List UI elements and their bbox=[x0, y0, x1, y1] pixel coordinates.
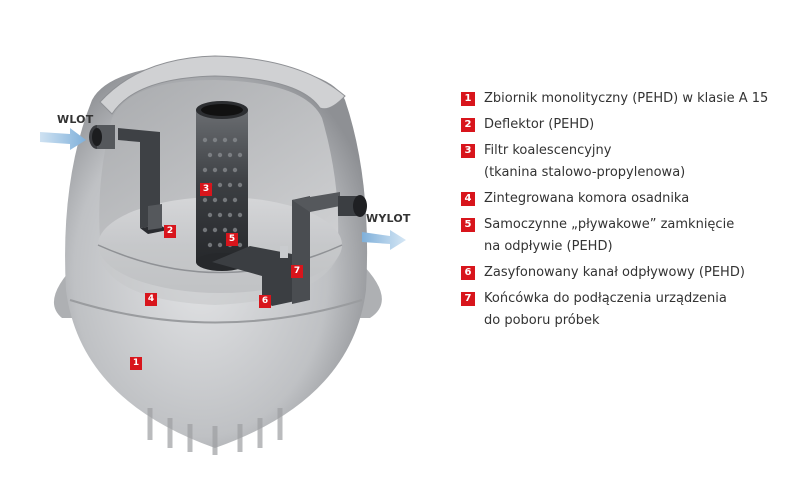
legend-item-7: 7 Końcówka do podłączenia urządzenia do … bbox=[461, 288, 791, 332]
legend-text-continued: do poboru próbek bbox=[484, 313, 600, 328]
legend: 1 Zbiornik monolityczny (PEHD) w klasie … bbox=[461, 88, 791, 336]
legend-badge: 1 bbox=[461, 92, 475, 106]
marker-4: 4 bbox=[145, 293, 157, 306]
legend-text: Deflektor (PEHD) bbox=[484, 117, 595, 132]
legend-badge: 4 bbox=[461, 192, 475, 206]
legend-text: Samoczynne „pływakowe” zamknięcie bbox=[484, 217, 735, 232]
inlet-label: WLOT bbox=[57, 113, 94, 126]
legend-badge: 5 bbox=[461, 218, 475, 232]
legend-badge: 3 bbox=[461, 144, 475, 158]
legend-item-1: 1 Zbiornik monolityczny (PEHD) w klasie … bbox=[461, 88, 791, 110]
outlet-label: WYLOT bbox=[366, 212, 411, 225]
legend-text: Końcówka do podłączenia urządzenia bbox=[484, 291, 727, 306]
separator-illustration bbox=[40, 55, 406, 455]
legend-text: Zbiornik monolityczny (PEHD) w klasie A … bbox=[484, 91, 769, 106]
marker-7: 7 bbox=[291, 265, 303, 278]
legend-text: Zintegrowana komora osadnika bbox=[484, 191, 690, 206]
marker-5: 5 bbox=[226, 233, 238, 246]
inlet-arrow bbox=[40, 128, 86, 150]
legend-item-2: 2 Deflektor (PEHD) bbox=[461, 114, 791, 136]
marker-6: 6 bbox=[259, 295, 271, 308]
legend-badge: 6 bbox=[461, 266, 475, 280]
marker-3: 3 bbox=[200, 183, 212, 196]
legend-item-6: 6 Zasyfonowany kanał odpływowy (PEHD) bbox=[461, 262, 791, 284]
legend-text-continued: (tkanina stalowo-propylenowa) bbox=[484, 165, 686, 180]
marker-1: 1 bbox=[130, 357, 142, 370]
legend-item-5: 5 Samoczynne „pływakowe” zamknięcie na o… bbox=[461, 214, 791, 258]
legend-text: Zasyfonowany kanał odpływowy (PEHD) bbox=[484, 265, 745, 280]
legend-text: Filtr koalescencyjny bbox=[484, 143, 612, 158]
deflector bbox=[118, 128, 168, 234]
legend-badge: 7 bbox=[461, 292, 475, 306]
legend-item-4: 4 Zintegrowana komora osadnika bbox=[461, 188, 791, 210]
outlet-arrow bbox=[362, 230, 406, 250]
marker-2: 2 bbox=[164, 225, 176, 238]
legend-badge: 2 bbox=[461, 118, 475, 132]
legend-item-3: 3 Filtr koalescencyjny (tkanina stalowo-… bbox=[461, 140, 791, 184]
legend-text-continued: na odpływie (PEHD) bbox=[484, 239, 613, 254]
inlet-pipe bbox=[89, 125, 115, 149]
